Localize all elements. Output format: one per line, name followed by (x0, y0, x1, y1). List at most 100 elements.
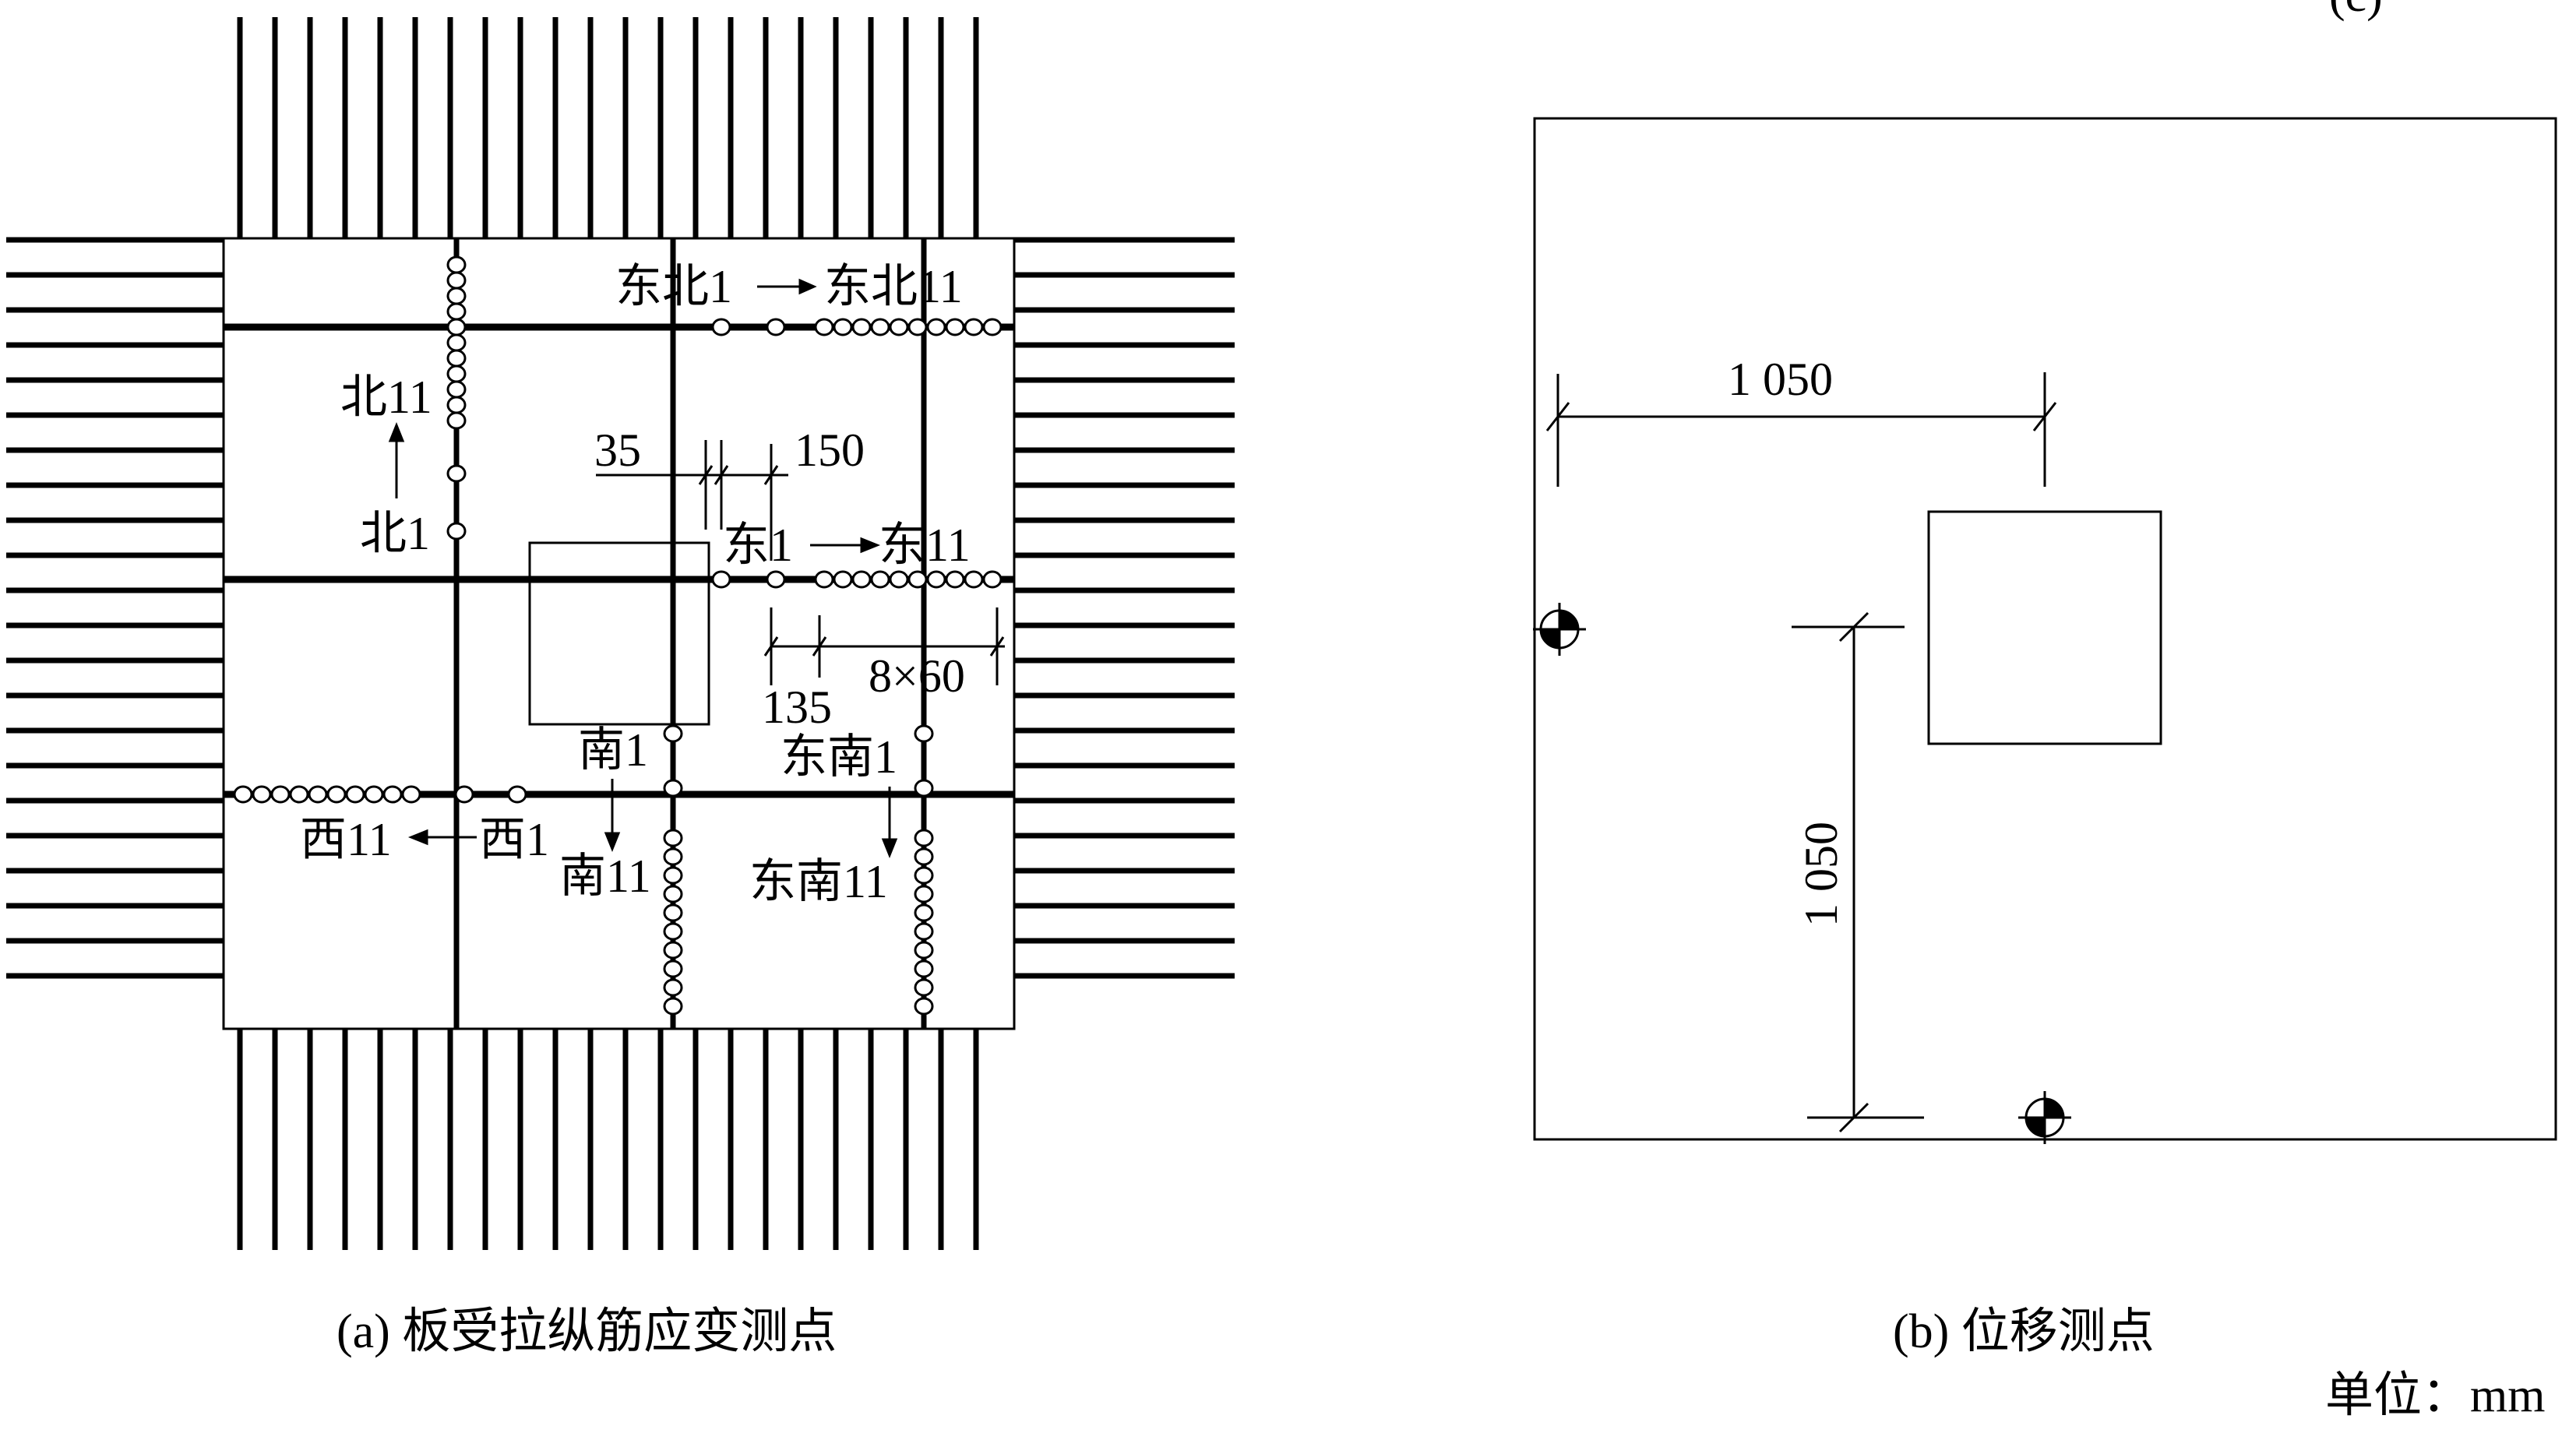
gauge-north (446, 318, 467, 336)
gauge-southeast (914, 903, 934, 922)
gauge-north (446, 464, 467, 483)
gauge-west (345, 785, 365, 804)
gauge-south (663, 866, 683, 885)
gauge-east (766, 570, 786, 589)
arrow-s-head (604, 832, 621, 853)
label-southeast-11: 东南11 (749, 856, 888, 907)
gauge-northeast (982, 318, 1003, 336)
dimension-lines-a (596, 440, 1005, 685)
gauge-south (663, 724, 683, 743)
gauge-south (663, 847, 683, 866)
column-outline-b (1927, 510, 2162, 745)
gauge-west (401, 785, 421, 804)
gauge-north (446, 302, 467, 321)
gauge-east (907, 570, 928, 589)
gauge-northeast (964, 318, 984, 336)
gauge-south (663, 997, 683, 1016)
gauge-west (308, 785, 328, 804)
gauge-east (851, 570, 872, 589)
label-southeast-1: 东南1 (781, 731, 897, 783)
gauge-south (663, 978, 683, 997)
gauge-north (446, 287, 467, 305)
rebar-bar-extensions (6, 17, 1235, 1250)
dim-bottom-tick-2 (812, 636, 827, 657)
dim-label-150: 150 (795, 424, 865, 476)
gauge-east (814, 570, 834, 589)
dim-b-vertical-tick-2 (1838, 1102, 1869, 1133)
arrow-se-head (881, 838, 898, 859)
gauge-southeast (914, 724, 934, 743)
gauge-southeast (914, 847, 934, 866)
caption-b: (b) 位移测点 (1893, 1305, 2155, 1358)
gauge-northeast (711, 318, 731, 336)
dim-label-35: 35 (594, 424, 641, 476)
gauge-east (982, 570, 1003, 589)
gauge-southeast (914, 941, 934, 959)
gauge-north (446, 411, 467, 430)
displacement-gauge-west (1533, 603, 1586, 656)
dim-b-vertical-tick-1 (1838, 611, 1869, 643)
slab-outline-b (1533, 117, 2557, 1141)
gauge-west (364, 785, 384, 804)
corner-fragment: (c) (2329, 0, 2383, 22)
arrow-w-head (407, 829, 428, 846)
gauge-northeast (814, 318, 834, 336)
gauge-southeast (914, 978, 934, 997)
dim-label-135: 135 (762, 681, 832, 733)
label-west-1: 西1 (479, 814, 549, 865)
gauge-northeast (889, 318, 909, 336)
label-east-11: 东11 (879, 519, 971, 571)
gauge-northeast (907, 318, 928, 336)
dim-b-horizontal-label: 1 050 (1728, 354, 1833, 405)
gauge-north (446, 349, 467, 368)
dim-top-tick-3 (763, 465, 779, 485)
displacement-gauge-south (2018, 1091, 2071, 1144)
gauge-west (289, 785, 309, 804)
gauge-west (382, 785, 403, 804)
caption-a: (a) 板受拉纵筋应变测点 (337, 1305, 837, 1358)
gauge-northeast (851, 318, 872, 336)
dim-b-horizontal-tick-1 (1545, 402, 1570, 431)
label-northeast-1: 东北1 (615, 261, 732, 312)
gauge-southeast (914, 866, 934, 885)
gauge-west (252, 785, 272, 804)
gauge-north (446, 522, 467, 540)
arrow-ne-head (798, 278, 817, 295)
gauge-north (446, 364, 467, 383)
dim-top-tick-2 (714, 465, 729, 485)
gauge-south (663, 922, 683, 941)
arrow-n-head (388, 421, 405, 442)
gauge-southeast (914, 922, 934, 941)
gauge-northeast (833, 318, 853, 336)
gauge-northeast (926, 318, 946, 336)
gauge-east (926, 570, 946, 589)
gauge-east (711, 570, 731, 589)
label-northeast-11: 东北11 (824, 261, 963, 312)
slab-outline (222, 237, 1016, 1030)
column-outline (528, 541, 710, 726)
gauge-west (270, 785, 291, 804)
gauge-east (870, 570, 890, 589)
gauge-south (663, 779, 683, 797)
gauge-west (454, 785, 474, 804)
dim-bottom-tick-1 (763, 636, 779, 657)
direction-arrows (388, 278, 898, 859)
instrumented-bars (224, 238, 1014, 1029)
label-west-11: 西11 (300, 814, 392, 865)
gauge-southeast (914, 997, 934, 1016)
dim-label-8x60: 8×60 (869, 650, 965, 702)
gauge-south (663, 829, 683, 847)
label-south-11: 南11 (559, 850, 651, 902)
gauge-east (945, 570, 965, 589)
gauge-northeast (766, 318, 786, 336)
arrow-e-head (860, 537, 881, 554)
label-north-1: 北1 (360, 508, 430, 559)
gauge-east (833, 570, 853, 589)
label-south-1: 南1 (578, 724, 648, 776)
gauge-north (446, 255, 467, 274)
dim-bottom-tick-3 (989, 636, 1005, 657)
gauge-west (326, 785, 347, 804)
gauge-southeast (914, 885, 934, 903)
label-east-1: 东1 (723, 519, 793, 571)
